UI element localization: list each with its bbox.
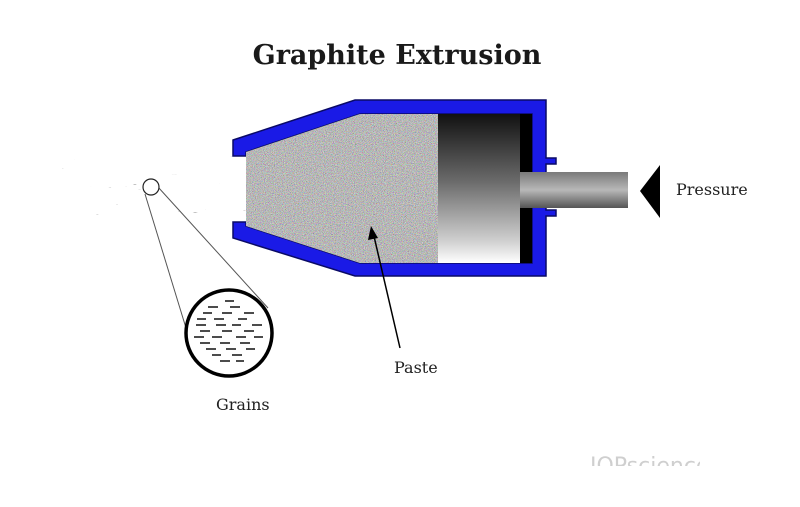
diagram-title: Graphite Extrusion	[252, 40, 542, 71]
piston-rod	[520, 172, 628, 208]
grain-spot	[142, 178, 160, 196]
piston-face	[438, 114, 520, 263]
paste-label: Paste	[394, 358, 438, 377]
grain-dashes	[194, 300, 263, 362]
pressure-label: Pressure	[676, 180, 748, 199]
pressure-arrow	[640, 165, 660, 218]
grains-label: Grains	[216, 395, 270, 414]
grain-magnifier	[142, 178, 274, 378]
watermark-logo: IOPscience	[590, 452, 700, 466]
paste-pointer	[368, 226, 401, 349]
grain-circle	[184, 288, 274, 378]
